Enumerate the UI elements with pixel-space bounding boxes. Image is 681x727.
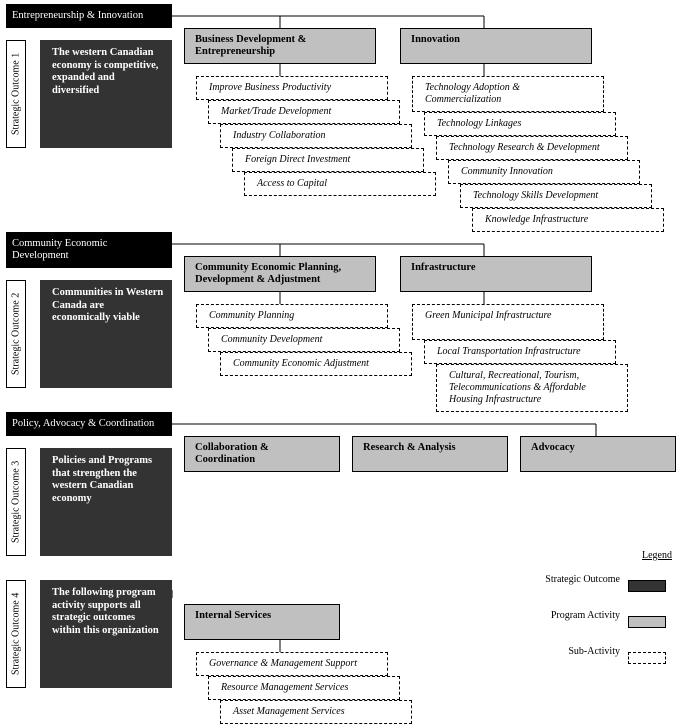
legend-title: Legend [642, 550, 672, 561]
sub-activity: Cultural, Recreational, Tourism, Telecom… [436, 364, 628, 412]
legend-swatch-strategic-outcome [628, 580, 666, 592]
strategic-outcome-label-2: Strategic Outcome 2 [6, 280, 26, 388]
sub-activity: Community Innovation [448, 160, 640, 184]
section-header-community-economic-development: Community Economic Development [6, 232, 172, 268]
sub-activity: Technology Skills Development [460, 184, 652, 208]
section-header-policy-advocacy: Policy, Advocacy & Coordination [6, 412, 172, 436]
sub-activity: Local Transportation Infrastructure [424, 340, 616, 364]
sub-activity: Asset Management Services [220, 700, 412, 724]
program-activity-innovation: Innovation [400, 28, 592, 64]
program-activity-business-development: Business Development & Entrepreneurship [184, 28, 376, 64]
legend-swatch-program-activity [628, 616, 666, 628]
strategic-outcome-label-4: Strategic Outcome 4 [6, 580, 26, 688]
sub-activity: Technology Research & Development [436, 136, 628, 160]
sub-activity: Resource Management Services [208, 676, 400, 700]
sub-activity: Access to Capital [244, 172, 436, 196]
sub-activity: Technology Linkages [424, 112, 616, 136]
sub-activity: Knowledge Infrastructure [472, 208, 664, 232]
sub-activity: Green Municipal Infrastructure [412, 304, 604, 340]
sub-activity: Market/Trade Development [208, 100, 400, 124]
strategic-outcome-2: Communities in Western Canada are econom… [40, 280, 172, 388]
program-activity-community-economic-planning: Community Economic Planning, Development… [184, 256, 376, 292]
sub-activity: Governance & Management Support [196, 652, 388, 676]
legend-label-program-activity: Program Activity [550, 610, 620, 621]
legend-swatch-sub-activity [628, 652, 666, 664]
strategic-outcome-label-3: Strategic Outcome 3 [6, 448, 26, 556]
strategic-outcome-4: The following program activity supports … [40, 580, 172, 688]
strategic-outcome-1: The western Canadian economy is competit… [40, 40, 172, 148]
program-activity-infrastructure: Infrastructure [400, 256, 592, 292]
strategic-outcome-3: Policies and Programs that strengthen th… [40, 448, 172, 556]
legend-label-strategic-outcome: Strategic Outcome [545, 574, 620, 585]
program-activity-advocacy: Advocacy [520, 436, 676, 472]
strategic-outcome-label-1: Strategic Outcome 1 [6, 40, 26, 148]
sub-activity: Community Development [208, 328, 400, 352]
sub-activity: Foreign Direct Investment [232, 148, 424, 172]
program-activity-research-analysis: Research & Analysis [352, 436, 508, 472]
sub-activity: Community Economic Adjustment [220, 352, 412, 376]
legend-label-sub-activity: Sub-Activity [568, 646, 620, 657]
program-activity-internal-services: Internal Services [184, 604, 340, 640]
sub-activity: Technology Adoption & Commercialization [412, 76, 604, 112]
sub-activity: Community Planning [196, 304, 388, 328]
sub-activity: Improve Business Productivity [196, 76, 388, 100]
sub-activity: Industry Collaboration [220, 124, 412, 148]
program-activity-collaboration: Collaboration & Coordination [184, 436, 340, 472]
section-header-entrepreneurship: Entrepreneurship & Innovation [6, 4, 172, 28]
